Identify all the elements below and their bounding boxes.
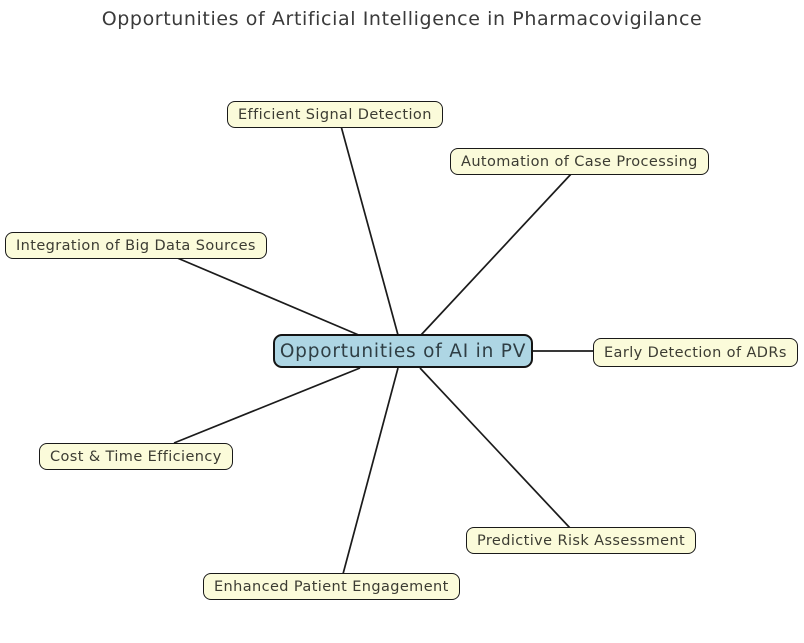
edge-center-to-cost-and-time-efficiency	[173, 367, 361, 444]
edge-center-to-efficient-signal-detection	[340, 125, 399, 336]
node-automation-of-case-processing: Automation of Case Processing	[450, 148, 709, 175]
node-cost-and-time-efficiency: Cost & Time Efficiency	[39, 443, 233, 470]
node-opportunities-of-ai-in-pv: Opportunities of AI in PV	[273, 334, 533, 368]
node-integration-of-big-data-sources: Integration of Big Data Sources	[5, 232, 267, 259]
edge-center-to-automation-of-case-processing	[420, 172, 573, 336]
node-enhanced-patient-engagement: Enhanced Patient Engagement	[203, 573, 460, 600]
edge-center-to-integration-of-big-data-sources	[174, 256, 362, 337]
node-early-detection-of-adrs: Early Detection of ADRs	[593, 338, 798, 367]
node-predictive-risk-assessment: Predictive Risk Assessment	[466, 527, 697, 554]
edge-center-to-predictive-risk-assessment	[419, 367, 571, 529]
edge-center-to-enhanced-patient-engagement	[342, 367, 399, 575]
node-efficient-signal-detection: Efficient Signal Detection	[227, 101, 443, 128]
diagram-title: Opportunities of Artificial Intelligence…	[101, 8, 703, 30]
